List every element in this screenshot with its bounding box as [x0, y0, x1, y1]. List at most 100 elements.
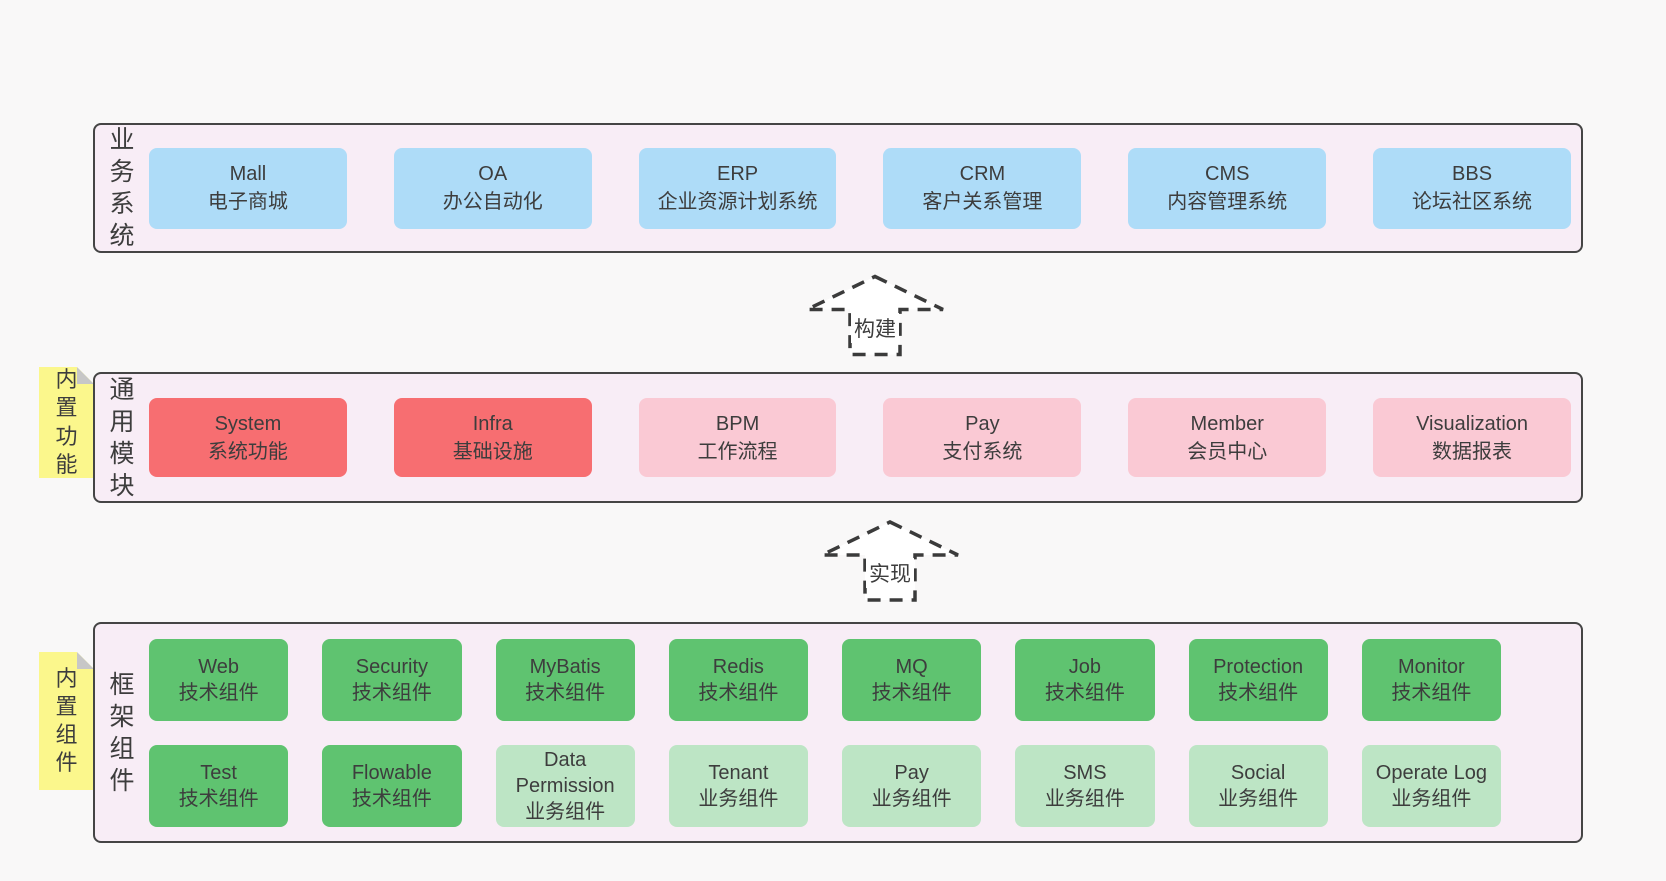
box-subtitle: 企业资源计划系统	[657, 191, 818, 213]
box-subtitle: 系统功能	[207, 440, 288, 463]
box-title: Security	[355, 655, 428, 678]
box-title: Pay	[965, 412, 1000, 435]
component-box-bpm: BPM 工作流程	[638, 398, 837, 477]
layer-label: 通用模块	[95, 374, 149, 501]
sticky-note-text: 内置组件	[55, 665, 78, 776]
box-subtitle: 技术组件	[1218, 681, 1299, 704]
component-box-redis: Redis 技术组件	[668, 638, 808, 721]
box-subtitle: 技术组件	[351, 787, 432, 810]
box-subtitle: 数据报表	[1432, 440, 1513, 463]
box-subtitle: 业务组件	[1391, 787, 1472, 810]
box-subtitle: 论坛社区系统	[1412, 191, 1533, 213]
box-title: SMS	[1063, 761, 1107, 784]
box-title: Redis	[712, 655, 764, 678]
layer-business-systems: 业务系统 Mall 电子商城 OA 办公自动化 ERP 企业资源计划系统 CRM 客户关系管理…	[93, 123, 1583, 253]
component-box-crm: CRM 客户关系管理	[883, 147, 1082, 229]
component-box-oa: OA 办公自动化	[393, 147, 592, 229]
box-title: Tenant	[708, 761, 769, 784]
box-subtitle: 业务组件	[871, 787, 952, 810]
layer-label-text: 业务系统	[109, 126, 135, 250]
box-subtitle: 业务组件	[1044, 787, 1125, 810]
box-title: Infra	[472, 412, 513, 435]
box-title: System	[214, 412, 282, 435]
business-systems-row: Mall 电子商城 OA 办公自动化 ERP 企业资源计划系统 CRM 客户关系管理 CMS 内容…	[149, 125, 1581, 251]
component-box-tenant: Tenant 业务组件	[668, 744, 808, 827]
box-subtitle: 电子商城	[207, 191, 288, 213]
box-title: Flowable	[351, 761, 432, 784]
box-subtitle: 办公自动化	[442, 191, 543, 213]
box-title: Mall	[229, 163, 267, 185]
layer-label: 框架组件	[95, 624, 149, 841]
build-arrow-label: 构建	[851, 313, 899, 343]
implement-arrow: 实现	[820, 519, 960, 603]
folded-corner-icon	[77, 367, 94, 384]
component-box-system: System 系统功能	[149, 398, 347, 477]
component-box-sms: SMS 业务组件	[1015, 744, 1155, 827]
component-box-test: Test 技术组件	[149, 744, 289, 827]
box-subtitle: 技术组件	[178, 787, 259, 810]
box-subtitle: 技术组件	[178, 681, 259, 704]
box-subtitle: 技术组件	[525, 681, 606, 704]
box-title: OA	[478, 163, 508, 185]
sticky-note-builtin-functions: 内置功能	[39, 367, 94, 478]
layer-label-text: 框架组件	[109, 670, 135, 795]
box-title: BBS	[1452, 163, 1493, 185]
box-subtitle: 工作流程	[697, 440, 778, 463]
component-box-cms: CMS 内容管理系统	[1128, 147, 1327, 229]
box-subtitle: 业务组件	[1218, 787, 1299, 810]
implement-arrow-label: 实现	[866, 558, 914, 588]
component-box-operate-log: Operate Log 业务组件	[1361, 744, 1501, 827]
box-subtitle: 基础设施	[452, 440, 533, 463]
box-title: Protection	[1213, 655, 1304, 678]
box-title: Test	[200, 761, 237, 784]
box-title: Member	[1190, 412, 1264, 435]
box-title: Pay	[894, 761, 929, 784]
box-subtitle: 技术组件	[351, 681, 432, 704]
box-title: Visualization	[1416, 412, 1529, 435]
box-title: Web	[198, 655, 239, 678]
sticky-note-text: 内置功能	[55, 367, 78, 477]
box-title: BPM	[715, 412, 760, 435]
build-arrow: 构建	[805, 274, 945, 357]
box-title: Monitor	[1398, 655, 1465, 678]
box-subtitle: 技术组件	[698, 681, 779, 704]
box-title: Data Permission	[515, 748, 615, 797]
layer-label: 业务系统	[95, 125, 149, 251]
component-box-mq: MQ 技术组件	[842, 638, 982, 721]
box-subtitle: 业务组件	[525, 800, 606, 823]
sticky-note-builtin-components: 内置组件	[39, 652, 94, 790]
folded-corner-icon	[77, 652, 94, 669]
component-box-erp: ERP 企业资源计划系统	[638, 147, 837, 229]
box-title: Operate Log	[1375, 761, 1487, 784]
box-title: ERP	[717, 163, 759, 185]
box-title: CMS	[1205, 163, 1250, 185]
component-box-infra: Infra 基础设施	[393, 398, 592, 477]
box-subtitle: 内容管理系统	[1167, 191, 1288, 213]
box-subtitle: 技术组件	[871, 681, 952, 704]
box-subtitle: 客户关系管理	[922, 191, 1043, 213]
box-title: MQ	[895, 655, 928, 678]
box-subtitle: 技术组件	[1044, 681, 1125, 704]
component-box-web: Web 技术组件	[149, 638, 289, 721]
component-box-visualization: Visualization 数据报表	[1373, 398, 1571, 477]
box-subtitle: 技术组件	[1391, 681, 1472, 704]
component-box-bbs: BBS 论坛社区系统	[1373, 147, 1571, 229]
component-box-protection: Protection 技术组件	[1188, 638, 1328, 721]
component-box-security: Security 技术组件	[322, 638, 462, 721]
box-title: CRM	[959, 163, 1006, 185]
layer-label-text: 通用模块	[109, 375, 135, 500]
component-box-pay: Pay 业务组件	[842, 744, 982, 827]
component-box-mall: Mall 电子商城	[149, 147, 347, 229]
box-subtitle: 业务组件	[698, 787, 779, 810]
box-title: MyBatis	[529, 655, 601, 678]
